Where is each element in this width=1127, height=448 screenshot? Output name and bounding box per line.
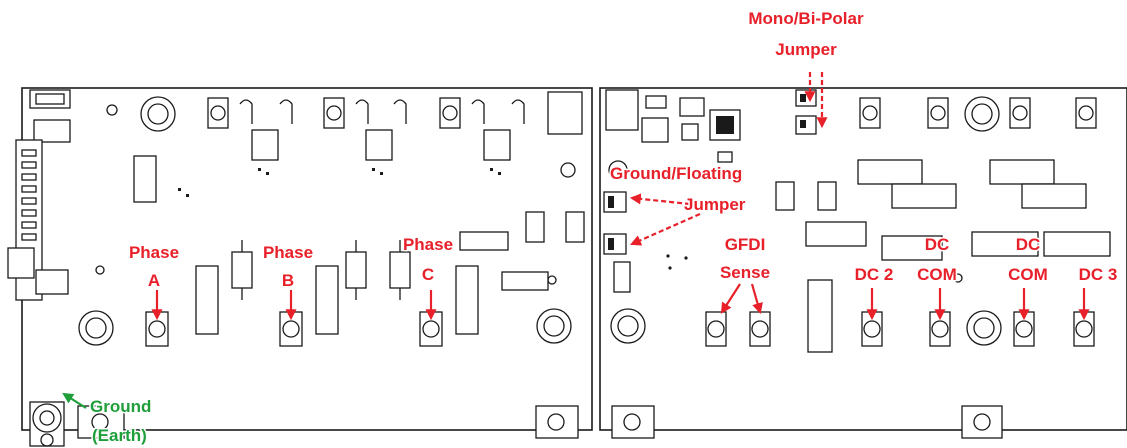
gfdi-sense-label-line1: GFDI bbox=[725, 235, 766, 254]
phase-b-label-line1: Phase bbox=[263, 243, 313, 262]
ground-floating-jumper bbox=[603, 191, 627, 255]
current-sensor-a bbox=[239, 99, 293, 175]
phase-b-label-line2: B bbox=[282, 271, 294, 290]
phase-a-label-line2: A bbox=[148, 271, 160, 290]
current-sensor-c bbox=[471, 99, 525, 175]
left-ac-board bbox=[7, 87, 593, 447]
ribbon-connector-pins bbox=[21, 149, 37, 241]
gfdi-sense-arrow-1 bbox=[720, 283, 741, 314]
ground-earth-arrow bbox=[62, 392, 87, 409]
dc-com-2-label-line2: COM bbox=[1008, 265, 1048, 284]
phase-a-label-line1: Phase bbox=[129, 243, 179, 262]
phase-c-label-line1: Phase bbox=[403, 235, 453, 254]
dc3-label: DC 3 bbox=[1079, 265, 1118, 284]
gfdi-sense-label-line2: Sense bbox=[720, 263, 770, 282]
ground-floating-arrow-2 bbox=[629, 212, 701, 246]
gfdi-sense-terminal-1 bbox=[705, 311, 727, 347]
dc2-terminal bbox=[861, 311, 883, 347]
gfdi-sense-terminal-2 bbox=[749, 311, 771, 347]
phase-a-terminal bbox=[145, 311, 169, 347]
dc-com-2-label-line1: DC bbox=[1016, 235, 1041, 254]
callout-labels: Mono/Bi-Polar Jumper Ground/Floating Jum… bbox=[89, 8, 1119, 447]
gfdi-sense-arrow-2 bbox=[750, 283, 763, 315]
dc2-label: DC 2 bbox=[855, 265, 894, 284]
mono-bipolar-label-line1: Mono/Bi-Polar bbox=[748, 9, 864, 28]
current-sensor-b bbox=[355, 99, 407, 175]
mono-bipolar-label-line2: Jumper bbox=[775, 40, 837, 59]
ground-floating-label-line1: Ground/Floating bbox=[610, 164, 742, 183]
callout-arrows bbox=[62, 72, 1090, 409]
ground-earth-label-line1: Ground bbox=[90, 397, 151, 416]
ground-earth-label-line2: (Earth) bbox=[92, 426, 147, 445]
right-dc-board bbox=[599, 87, 1127, 439]
ground-floating-arrow-1 bbox=[629, 193, 691, 206]
dc-com-1-label-line2: COM bbox=[917, 265, 957, 284]
phase-c-label-line2: C bbox=[422, 265, 434, 284]
ground-earth-lug bbox=[29, 401, 65, 447]
dc-com-1-label-line1: DC bbox=[925, 235, 950, 254]
ground-floating-label-line2: Jumper bbox=[684, 195, 746, 214]
